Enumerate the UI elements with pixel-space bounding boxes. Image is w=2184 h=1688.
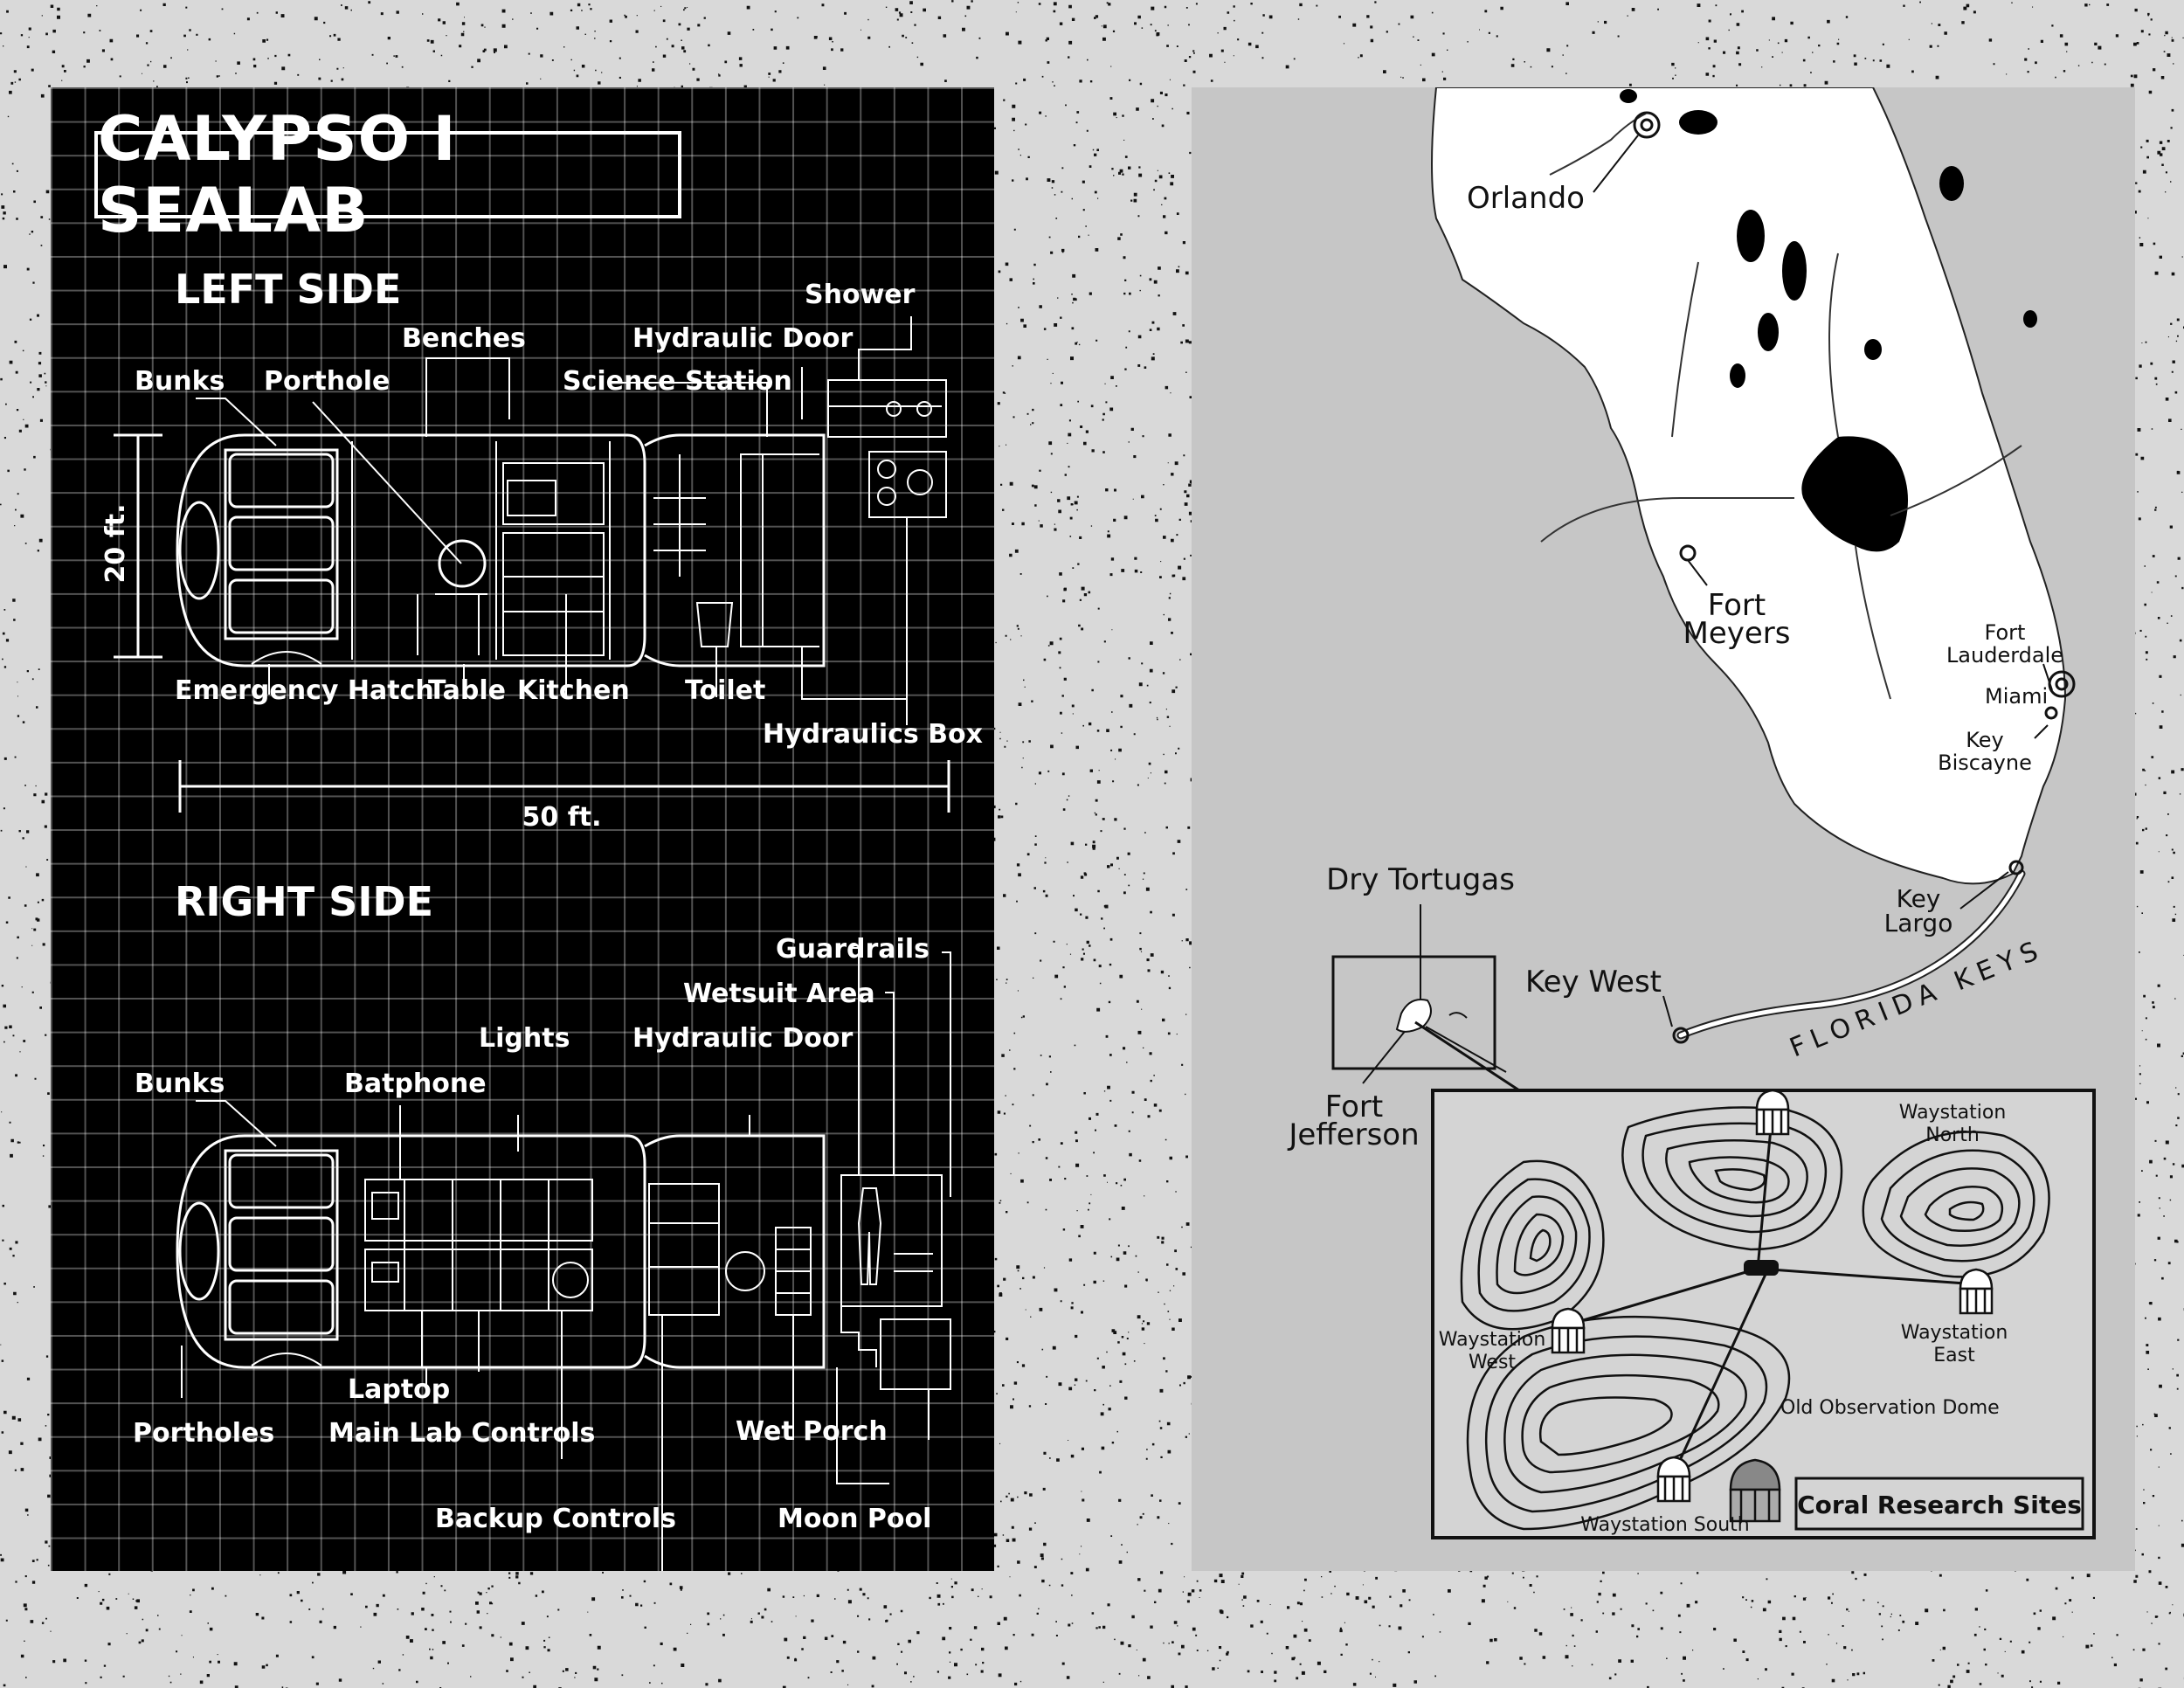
left-side-leaders [196, 316, 912, 725]
science-station-label: Science Station [563, 366, 792, 397]
florida-landmass [1431, 87, 2067, 885]
key-biscayne-label-2: Biscayne [1938, 751, 2032, 775]
lights-label: Lights [479, 1023, 570, 1054]
waystation-north-label-1: Waystation [1899, 1102, 2007, 1124]
fort-jefferson-label-1: Fort [1325, 1090, 1383, 1124]
waystation-west-label-1: Waystation [1439, 1329, 1546, 1351]
fort-jefferson-label-2: Jefferson [1287, 1117, 1419, 1152]
left-side-hull [176, 379, 947, 668]
miami-label: Miami [1985, 684, 2048, 709]
sealab-title: CALYPSO I SEALAB [98, 103, 457, 246]
fort-meyers-label-2: Meyers [1683, 616, 1791, 651]
florida-map: Orlando Fort Meyers Fort Lauderdale Miam… [1287, 87, 2096, 1539]
height-dimension: 20 ft. [100, 433, 162, 659]
waystation-west-label-2: West [1469, 1352, 1516, 1373]
shower-label: Shower [805, 280, 916, 310]
right-side-hull [176, 1134, 951, 1390]
height-dim-label: 20 ft. [100, 504, 131, 584]
waystation-north-label-2: North [1925, 1124, 1980, 1146]
batphone-label: Batphone [344, 1069, 487, 1099]
old-observation-dome-icon [1729, 1458, 1781, 1523]
guardrails-label: Guardrails [776, 934, 930, 965]
waystation-east-label-1: Waystation [1901, 1322, 2008, 1344]
key-largo-label-1: Key [1897, 884, 1941, 913]
key-west-label: Key West [1525, 965, 1662, 1000]
sealab-diagram: LEFT SIDE [100, 266, 983, 1571]
fort-lauderdale-label-2: Lauderdale [1946, 643, 2063, 668]
main-lab-controls-label: Main Lab Controls [328, 1418, 595, 1449]
florida-keys-label: FLORIDA KEYS [1786, 934, 2049, 1064]
coral-research-title: Coral Research Sites [1797, 1491, 2082, 1519]
sealab-blueprint-panel: CALYPSO I SEALAB LEFT SIDE [51, 87, 994, 1571]
fort-meyers-label-1: Fort [1708, 588, 1766, 623]
porthole-label: Porthole [264, 366, 390, 397]
orlando-label: Orlando [1467, 181, 1585, 216]
dry-tortugas-island [1395, 999, 1432, 1033]
wet-porch-label: Wet Porch [736, 1416, 888, 1447]
key-biscayne-label-1: Key [1966, 728, 2004, 752]
toilet-label: Toilet [685, 675, 765, 706]
key-largo-label-2: Largo [1884, 909, 1953, 937]
kitchen-label: Kitchen [517, 675, 630, 706]
table-label: Table [428, 675, 506, 706]
portholes-label: Portholes [133, 1418, 274, 1449]
city-leaders [1362, 135, 2053, 1084]
moon-pool-label: Moon Pool [778, 1504, 931, 1534]
hydraulic-door-label-right: Hydraulic Door [632, 1023, 853, 1054]
old-observation-dome-label: Old Observation Dome [1780, 1397, 2000, 1419]
coral-research-inset [1431, 1089, 2096, 1539]
laptop-label: Laptop [348, 1374, 450, 1405]
wetsuit-area-label: Wetsuit Area [683, 979, 875, 1009]
benches-label: Benches [402, 323, 526, 354]
length-dimension: 50 ft. [178, 760, 950, 833]
florida-map-panel: Orlando Fort Meyers Fort Lauderdale Miam… [1192, 87, 2135, 1571]
fort-lauderdale-label-1: Fort [1985, 620, 2026, 645]
right-side-heading: RIGHT SIDE [175, 878, 433, 925]
waystation-towers [1551, 1089, 1994, 1503]
hydraulics-box-label: Hydraulics Box [763, 719, 983, 750]
bunks-label: Bunks [135, 366, 225, 397]
backup-controls-label: Backup Controls [435, 1504, 676, 1534]
emergency-hatch-label: Emergency Hatch [175, 675, 434, 706]
rivers [1540, 113, 2022, 700]
bunks-label-right: Bunks [135, 1069, 225, 1099]
hydraulic-door-label: Hydraulic Door [632, 323, 853, 354]
sealab-title-box: CALYPSO I SEALAB [94, 103, 681, 246]
length-dim-label: 50 ft. [522, 802, 602, 833]
lake-okeechobee [1801, 436, 1908, 552]
dry-tortugas-label: Dry Tortugas [1326, 862, 1515, 897]
left-side-heading: LEFT SIDE [175, 266, 401, 313]
waystation-south-label: Waystation South [1580, 1514, 1750, 1536]
dry-tortugas-box [1331, 955, 1496, 1070]
central-lakes [1620, 89, 2037, 388]
right-side-leaders [181, 947, 951, 1571]
waystation-east-label-2: East [1933, 1345, 1975, 1366]
